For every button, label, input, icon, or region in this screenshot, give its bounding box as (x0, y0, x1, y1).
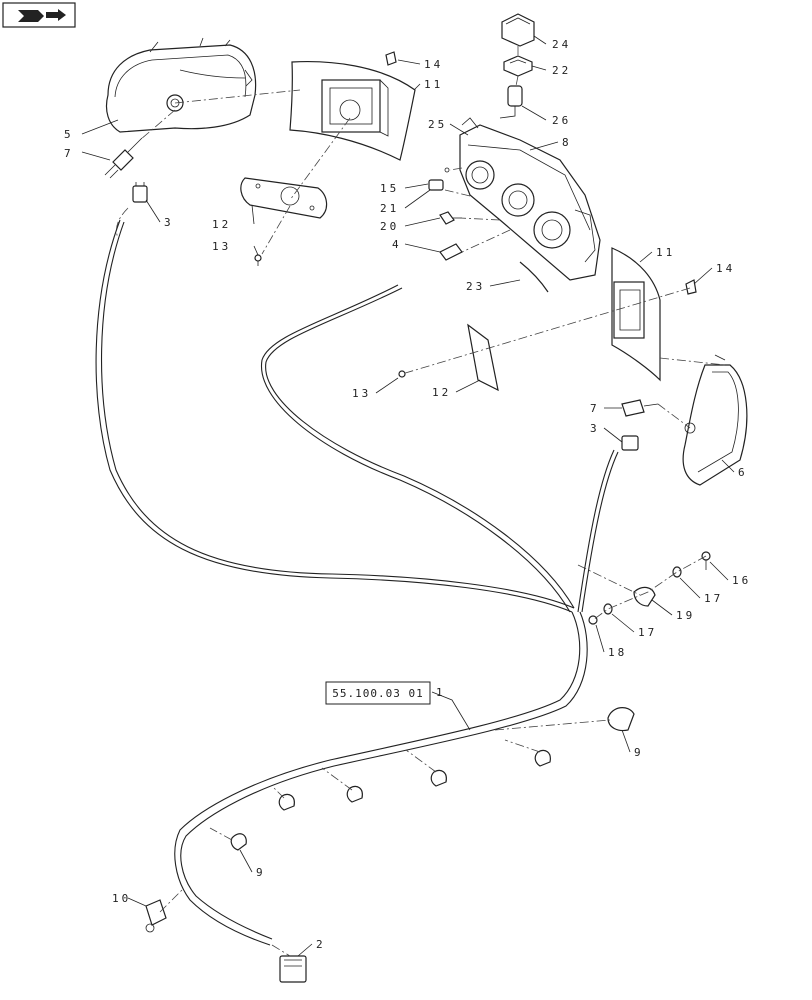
gasket-22 (503, 55, 533, 77)
socket-20 (439, 211, 462, 225)
reference-label: 55.100.03 01 (332, 687, 423, 700)
connector-2 (279, 955, 307, 983)
callout-11-right: 11 (656, 246, 675, 259)
callout-25: 25 (428, 118, 447, 131)
connector-right (621, 435, 639, 451)
callout-12-right: 12 (432, 386, 451, 399)
lamp-26 (499, 85, 523, 119)
callout-6: 6 (738, 466, 748, 479)
washer-17b (603, 603, 613, 615)
callout-7-right: 7 (590, 402, 600, 415)
bezel-right (611, 247, 661, 382)
bulb-left (104, 137, 143, 179)
callout-11: 11 (424, 78, 443, 91)
callout-2: 2 (316, 938, 326, 951)
connector-4 (439, 243, 463, 261)
plug-row (230, 749, 551, 851)
bulb-right (621, 399, 659, 417)
callout-15: 15 (380, 182, 399, 195)
clip-10 (145, 899, 167, 933)
callout-20: 20 (380, 220, 399, 233)
screw-right (398, 370, 406, 378)
reference-link[interactable]: 55.100.03 01 (325, 681, 431, 705)
screw-15 (444, 167, 450, 173)
callout-26: 26 (552, 114, 571, 127)
callout-4: 4 (392, 238, 402, 251)
callout-5: 5 (64, 128, 74, 141)
callout-21: 21 (380, 202, 399, 215)
callout-labels: 5 7 3 14 11 12 13 24 22 26 25 8 15 21 20… (64, 38, 751, 951)
bolt-16 (701, 551, 711, 570)
callout-3-right: 3 (590, 422, 600, 435)
callout-23: 23 (466, 280, 485, 293)
callout-17: 17 (704, 592, 723, 605)
callout-24: 24 (552, 38, 571, 51)
callout-12: 12 (212, 218, 231, 231)
cover-24 (501, 13, 535, 47)
callout-9: 9 (634, 746, 644, 759)
washer-17a (672, 566, 682, 578)
callout-7: 7 (64, 147, 74, 160)
connector-left (132, 182, 148, 203)
screw-upper (254, 254, 262, 266)
callout-9-lower: 9 (256, 866, 266, 879)
callout-14-right: 14 (716, 262, 735, 275)
headlamp-left (105, 37, 257, 133)
callout-10: 10 (112, 892, 131, 905)
callout-1: 1 (436, 686, 446, 699)
plate-right (467, 323, 499, 392)
book-arrow-icon[interactable] (2, 2, 76, 28)
clip-right (685, 279, 697, 295)
bracket-19 (633, 586, 656, 607)
clip-upper (385, 51, 397, 66)
bezel-upper (289, 61, 416, 161)
side-lamp-right (682, 354, 748, 486)
callout-8: 8 (562, 136, 572, 149)
callout-17-lower: 17 (638, 626, 657, 639)
callout-14: 14 (424, 58, 443, 71)
plug-9-right (607, 707, 635, 732)
callout-13-right: 13 (352, 387, 371, 400)
callout-13: 13 (212, 240, 231, 253)
nut-18 (588, 615, 598, 625)
callout-16: 16 (732, 574, 751, 587)
callout-3: 3 (164, 216, 174, 229)
harness-cable (95, 219, 619, 946)
headlamp-main (459, 117, 601, 281)
plate-upper (240, 177, 328, 219)
callout-22: 22 (552, 64, 571, 77)
callout-18: 18 (608, 646, 627, 659)
grommet-21 (428, 179, 444, 191)
callout-19: 19 (676, 609, 695, 622)
